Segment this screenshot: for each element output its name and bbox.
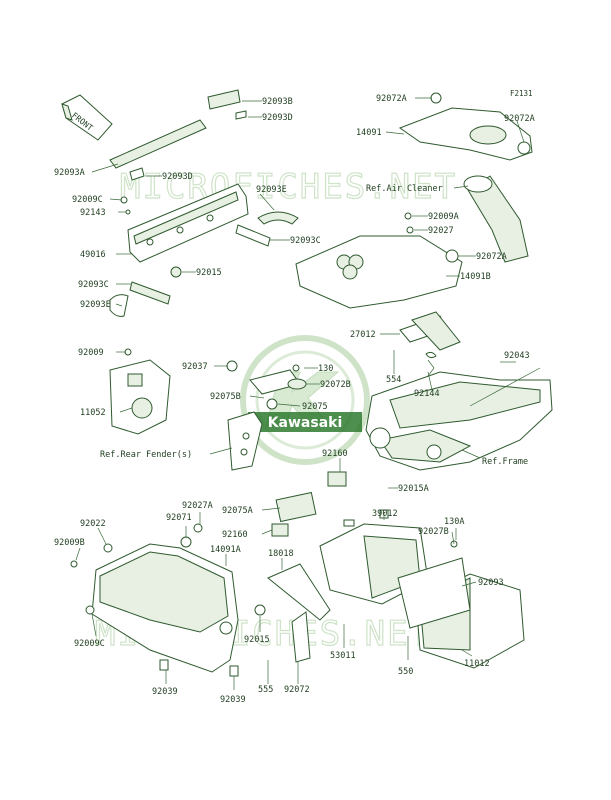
cover-14091A [70, 543, 239, 677]
label-92072A-lower: 92072A [476, 252, 507, 262]
watermark-top: MICROFICHES.NET [120, 167, 457, 207]
label-92009C-bottom: 92009C [74, 639, 105, 649]
cover-14091 [398, 92, 533, 161]
kawasaki-logo: Kawasaki [240, 335, 370, 465]
label-92093C-left: 92093C [78, 280, 109, 290]
label-92072A-right: 92072A [504, 114, 535, 124]
label-14091: 14091 [356, 128, 382, 138]
label-27012: 27012 [350, 330, 376, 340]
label-130: 130 [318, 364, 333, 374]
label-53011: 53011 [330, 651, 356, 661]
label-11052: 11052 [80, 408, 106, 418]
label-92027B: 92027B [418, 527, 449, 537]
label-92037: 92037 [182, 362, 208, 372]
air-cleaner-duct [463, 175, 529, 263]
label-92043: 92043 [504, 351, 530, 361]
label-92015-top: 92015 [196, 268, 222, 278]
battery-plate [397, 557, 471, 629]
bracket-49016 [120, 183, 249, 278]
label-92015-bottom: 92015 [244, 635, 270, 645]
cover-14091B [295, 212, 463, 309]
bracket-92075B [226, 360, 307, 410]
bracket-11052 [109, 348, 171, 435]
label-550: 550 [398, 667, 413, 677]
figure-code: F2131 [510, 89, 533, 98]
label-92093D-top: 92093D [262, 113, 293, 123]
label-92075A: 92075A [222, 506, 253, 516]
label-92075: 92075 [302, 402, 328, 412]
part-labels: 92093B 92093D 92093A 92093D 92009C 92143… [54, 94, 535, 705]
label-554: 554 [386, 375, 401, 385]
label-14091B: 14091B [460, 272, 491, 282]
label-92093E-top: 92093E [256, 185, 287, 195]
label-92009: 92009 [78, 348, 104, 358]
label-92075B: 92075B [210, 392, 241, 402]
label-92072: 92072 [284, 685, 310, 695]
label-92015A: 92015A [398, 484, 429, 494]
label-92039-right: 92039 [220, 695, 246, 705]
label-92093E-bottom: 92093E [80, 300, 111, 310]
label-18018: 18018 [268, 549, 294, 559]
label-92009A: 92009A [428, 212, 459, 222]
label-92072B: 92072B [320, 380, 351, 390]
label-ref-frame: Ref.Frame [482, 457, 528, 467]
bracket-18018 [267, 563, 331, 663]
logo-text: Kawasaki [268, 415, 343, 431]
label-92039-left: 92039 [152, 687, 178, 697]
label-92093: 92093 [478, 578, 504, 588]
label-92143: 92143 [80, 208, 106, 218]
label-92027: 92027 [428, 226, 454, 236]
label-ref-rear-fender: Ref.Rear Fender(s) [100, 450, 192, 460]
frame-assembly [365, 311, 553, 471]
label-92144: 92144 [414, 389, 440, 399]
label-130A: 130A [444, 517, 464, 527]
leader-lines [75, 97, 525, 690]
label-92009C-top: 92009C [72, 195, 103, 205]
foam-strips-group [109, 89, 299, 317]
front-arrow: FRONT [61, 94, 113, 141]
label-92093B: 92093B [262, 97, 293, 107]
label-39012: 39012 [372, 509, 398, 519]
label-92071: 92071 [166, 513, 192, 523]
fender-bracket [227, 411, 263, 471]
label-92093C-right: 92093C [290, 236, 321, 246]
label-92093D: 92093D [162, 172, 193, 182]
label-92027A: 92027A [182, 501, 213, 511]
label-92009B: 92009B [54, 538, 85, 548]
label-49016: 49016 [80, 250, 106, 260]
label-ref-air-cleaner: Ref.Air Cleaner [366, 184, 443, 194]
label-92072A-top: 92072A [376, 94, 407, 104]
label-555: 555 [258, 685, 273, 695]
label-92160-top: 92160 [322, 449, 348, 459]
battery-small-parts [180, 471, 458, 616]
label-92022: 92022 [80, 519, 106, 529]
label-92093A: 92093A [54, 168, 85, 178]
label-11012: 11012 [464, 659, 490, 669]
label-14091A: 14091A [210, 545, 241, 555]
label-92160: 92160 [222, 530, 248, 540]
